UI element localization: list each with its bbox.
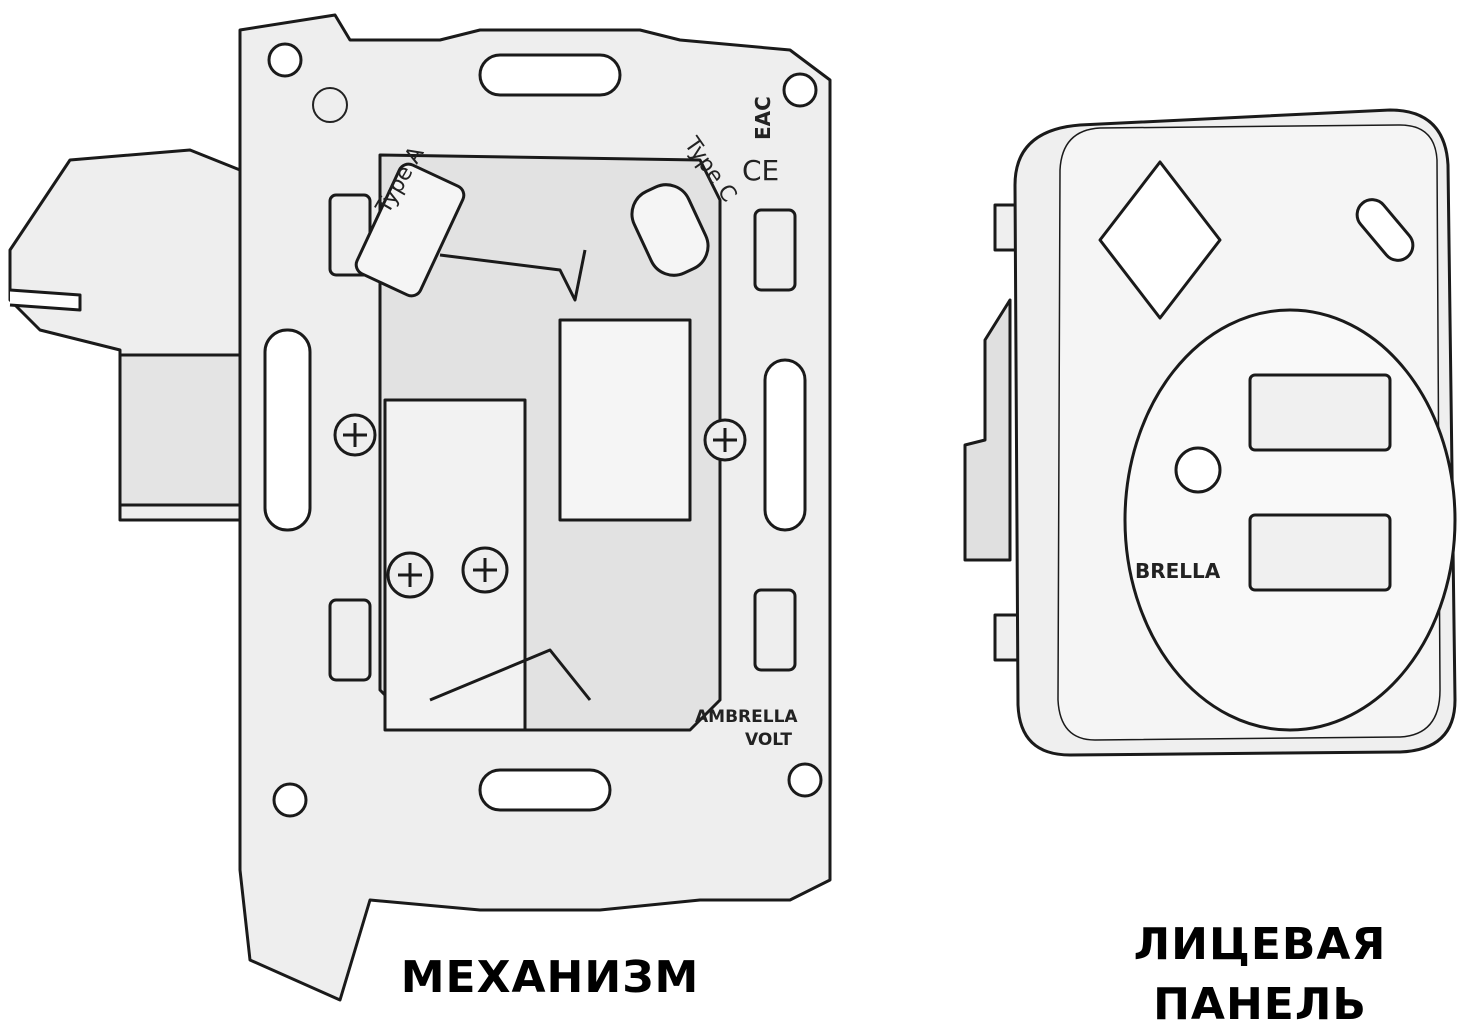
clip — [753, 208, 797, 292]
certification-logo — [312, 87, 348, 123]
mechanism-drawing — [8, 13, 832, 1002]
housing-slot — [9, 288, 82, 312]
brand-label-ambrella: AMBRELLA — [695, 707, 798, 727]
clip — [753, 588, 797, 672]
screw — [386, 551, 434, 599]
eac-mark: EAC — [751, 96, 775, 140]
face-panel-caption: ЛИЦЕВАЯ ПАНЕЛЬ — [1080, 915, 1440, 1035]
panel-side-tab — [993, 613, 1022, 662]
screw — [333, 413, 377, 457]
earth-contact-slot — [1248, 513, 1392, 592]
left-slot — [263, 328, 312, 532]
screw — [461, 546, 509, 594]
panel-rear-clips — [963, 298, 1012, 562]
top-slot — [478, 53, 622, 97]
face-panel-caption-line2: ПАНЕЛЬ — [1153, 979, 1367, 1030]
ce-mark: CE — [742, 154, 779, 187]
bottom-slot — [478, 768, 612, 812]
face-panel-caption-line1: ЛИЦЕВАЯ — [1133, 919, 1387, 970]
inner-block — [558, 318, 692, 522]
mechanism-caption: МЕХАНИЗМ — [400, 952, 700, 1003]
usb-type-a-port — [354, 162, 466, 298]
panel-brand-label: BRELLA — [1135, 559, 1221, 583]
usb-a-opening — [1098, 160, 1222, 320]
screw — [703, 418, 747, 462]
face-panel-drawing — [963, 108, 1457, 757]
mount-hole — [782, 72, 818, 108]
mount-hole — [267, 42, 303, 78]
right-slot — [763, 358, 807, 532]
brand-label-volt: VOLT — [745, 730, 792, 750]
mount-hole — [272, 782, 308, 818]
clip — [328, 598, 372, 682]
usb-c-opening — [1355, 198, 1415, 262]
housing-rib — [118, 353, 252, 507]
socket-centre-hole — [1174, 446, 1222, 494]
mount-hole — [787, 762, 823, 798]
usb-type-c-port — [630, 183, 710, 277]
earth-contact — [429, 249, 592, 702]
earth-contact-slot — [1248, 373, 1392, 452]
